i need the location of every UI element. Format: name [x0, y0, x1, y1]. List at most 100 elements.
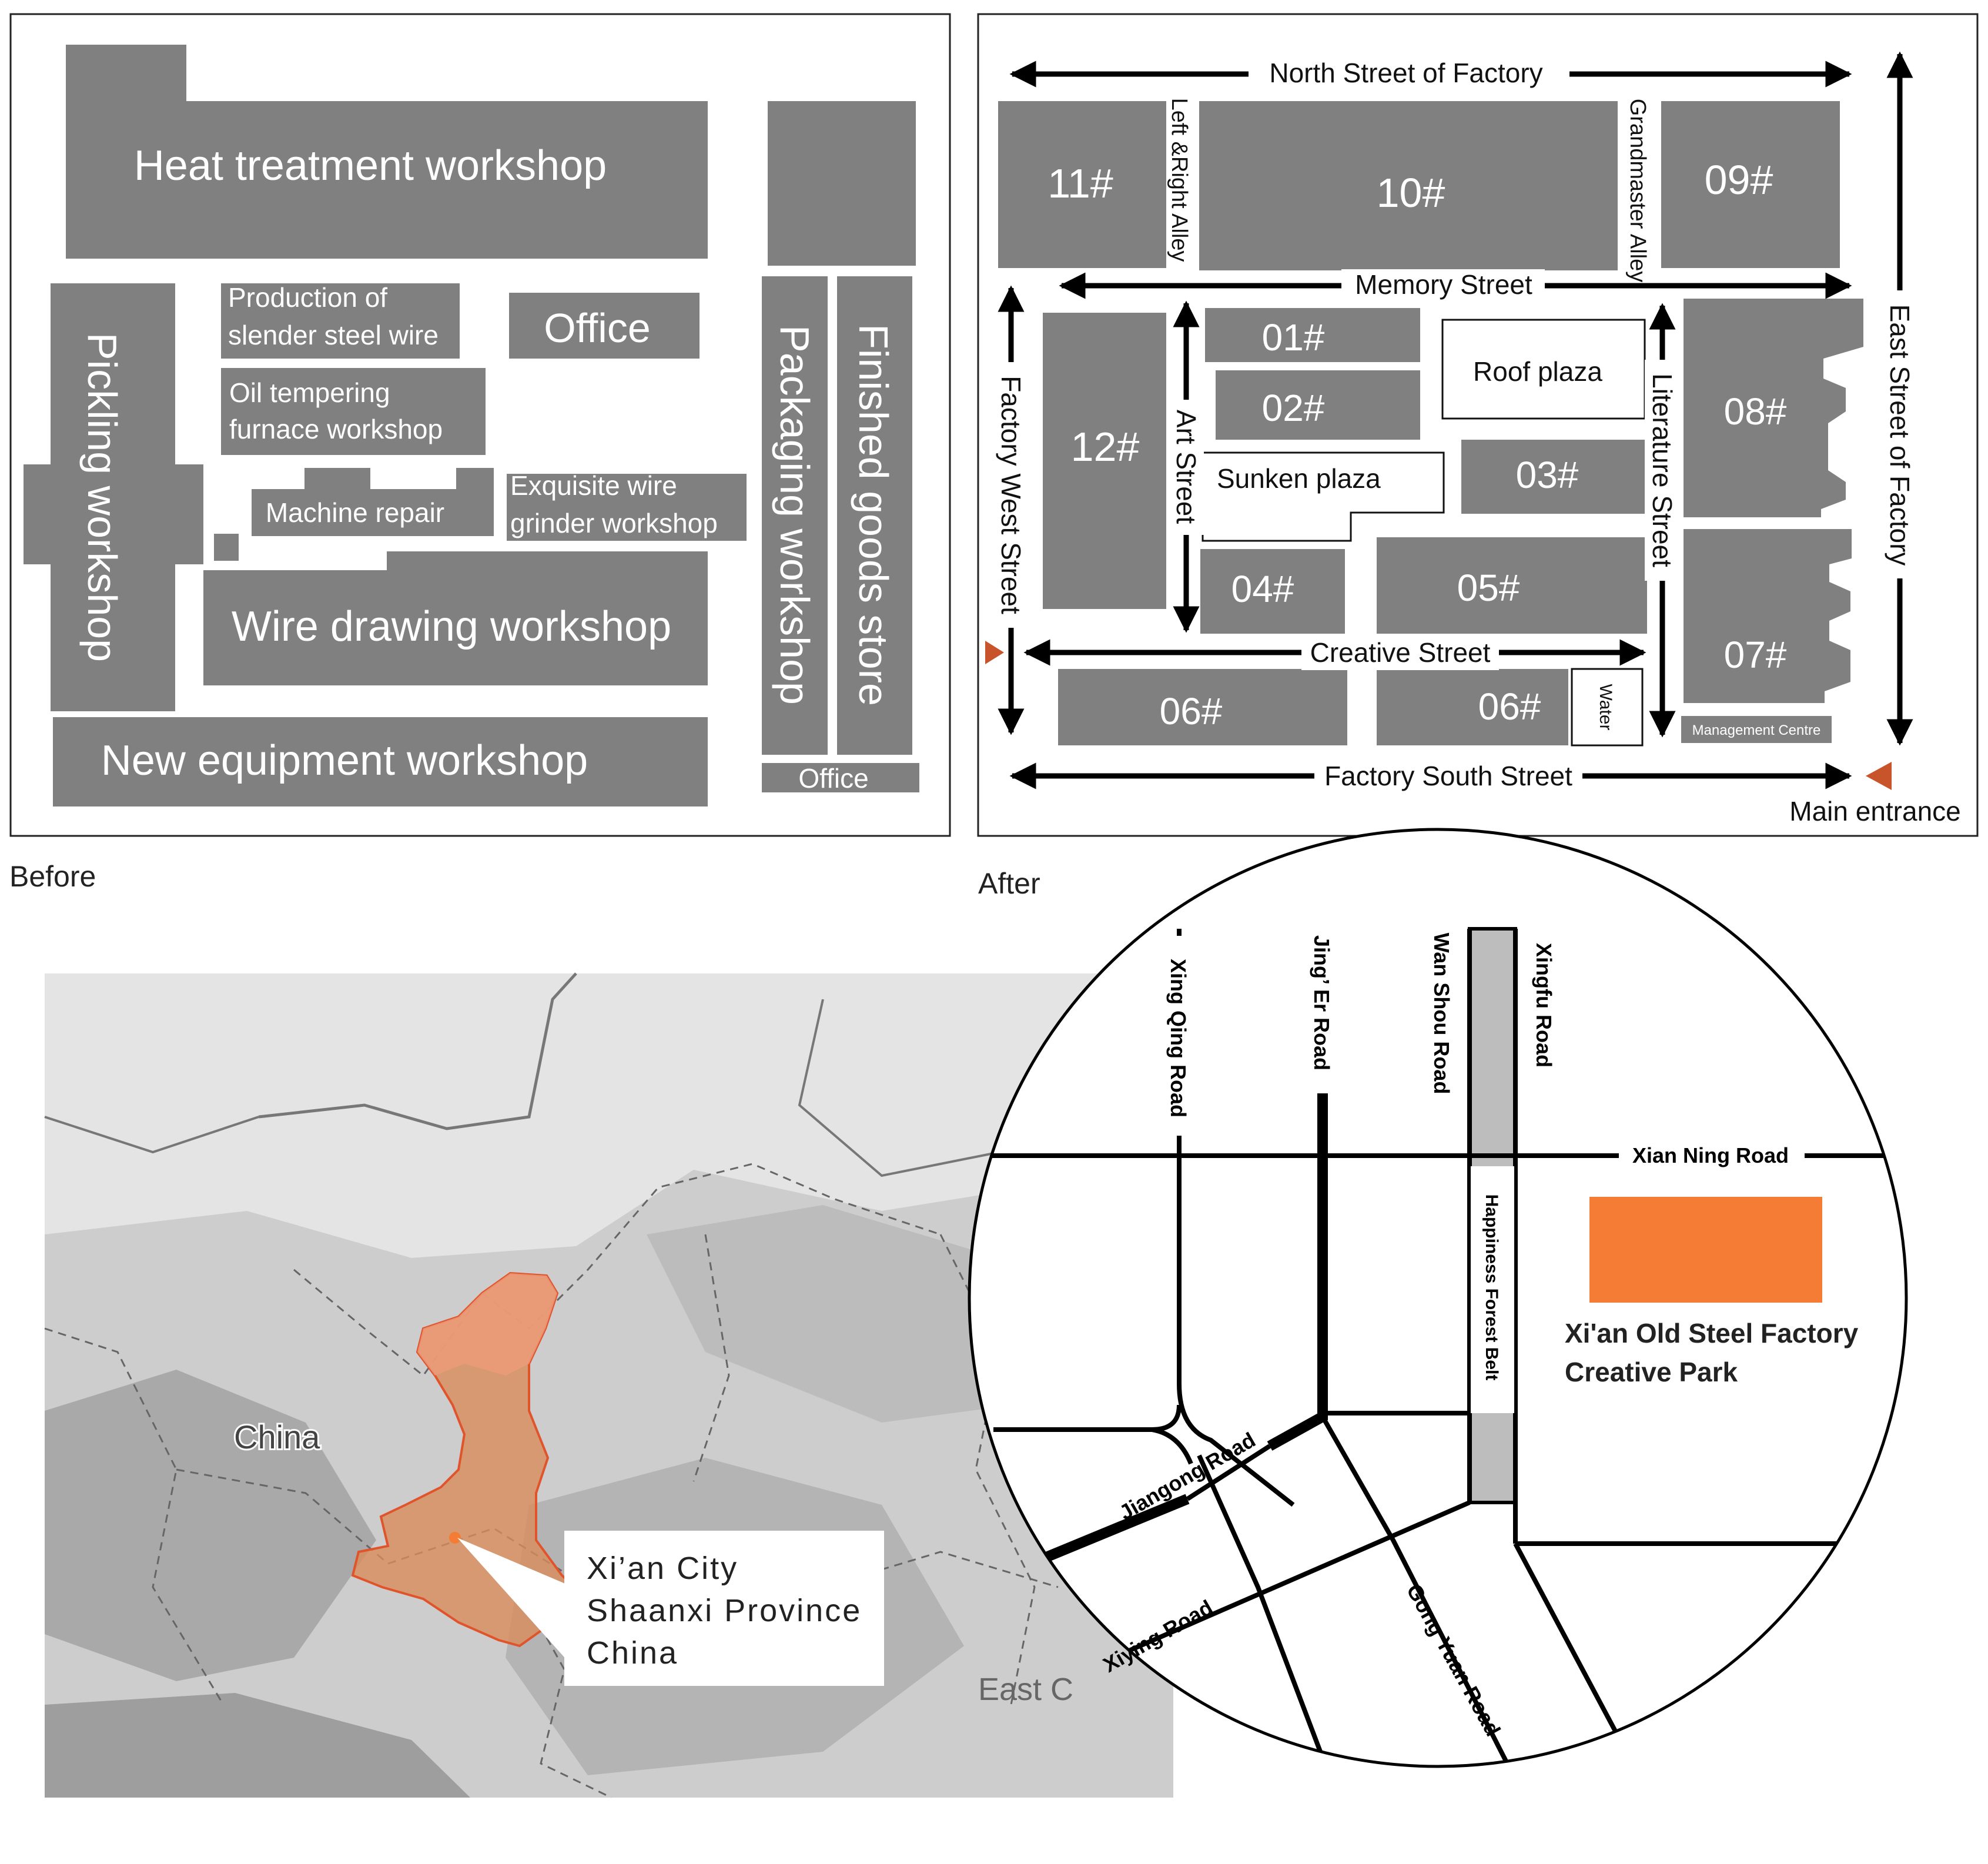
- site-label-line-1: Xi'an Old Steel Factory: [1565, 1318, 1859, 1348]
- after-label-04: 04#: [1231, 568, 1294, 610]
- before-building-unlabeled: [768, 101, 916, 266]
- street-art-street: Art Street: [1171, 410, 1201, 524]
- region-map-label-china: China: [234, 1418, 320, 1455]
- before-building-wire-drawing: [203, 551, 708, 685]
- label-finished-goods-store: Finished goods store: [851, 324, 896, 706]
- west-entrance-marker-icon: [985, 641, 1004, 664]
- label-machine-repair: Machine repair: [266, 497, 444, 528]
- label-grinder-1: Exquisite wire: [510, 470, 677, 501]
- callout-line-province: Shaanxi Province: [587, 1593, 862, 1628]
- before-building-packaging: [762, 276, 828, 755]
- after-label-06-left: 06#: [1160, 690, 1223, 732]
- after-label-08: 08#: [1724, 390, 1787, 433]
- after-building-03: [1461, 440, 1645, 514]
- after-street-label-bgs: [993, 56, 1917, 794]
- road-jiangong-east: [1267, 1412, 1326, 1451]
- road-label-happiness-forest-belt: Happiness Forest Belt: [1482, 1194, 1501, 1381]
- after-building-12: [1043, 313, 1166, 609]
- street-map-circle-outline: [968, 828, 1908, 1768]
- callout-line-city: Xi’an City: [587, 1551, 738, 1586]
- after-label-03: 03#: [1516, 454, 1579, 496]
- road-jiangong-mid: [1186, 1444, 1271, 1501]
- street-east-street: East Street of Factory: [1885, 304, 1915, 566]
- street-literature-street: Literature Street: [1647, 373, 1678, 567]
- before-building-pickling: [24, 283, 203, 711]
- after-area-sunken-plaza: [1201, 451, 1445, 542]
- after-label-05: 05#: [1457, 567, 1520, 609]
- label-office-1: Office: [544, 305, 651, 351]
- callout-line-country: China: [587, 1635, 678, 1671]
- after-building-08: [1684, 299, 1863, 517]
- main-entrance-marker-icon: [1866, 762, 1892, 790]
- street-north-street: North Street of Factory: [1269, 58, 1542, 88]
- after-area-roof-plaza: [1441, 319, 1646, 420]
- after-building-04: [1200, 549, 1345, 634]
- after-building-06-left: [1058, 669, 1347, 745]
- before-building-slender-wire: [221, 283, 460, 359]
- after-label-12: 12#: [1071, 424, 1140, 470]
- before-building-office-2: [762, 763, 919, 792]
- after-building-05: [1377, 537, 1647, 634]
- shaanxi-province-shape: [351, 1271, 590, 1648]
- street-map-label-bgs: [1167, 917, 1805, 1413]
- callout-pointer: [457, 1538, 568, 1661]
- road-label-wan-shou: Wan Shou Road: [1430, 933, 1454, 1095]
- caption-after: After: [978, 867, 1040, 900]
- label-oil-tempering-2: furnace workshop: [229, 414, 443, 444]
- street-grandmaster-alley: Grandmaster Alley: [1625, 99, 1650, 283]
- road-xing-qing: [1177, 929, 1295, 1507]
- label-oil-tempering-1: Oil tempering: [229, 377, 390, 408]
- after-label-sunken-plaza: Sunken plaza: [1217, 463, 1381, 494]
- after-label-11: 11#: [1047, 160, 1113, 206]
- after-label-roof-plaza: Roof plaza: [1473, 356, 1602, 387]
- road-sw-diagonal: [1197, 1454, 1328, 1766]
- region-map-northern-light-area: [45, 973, 1173, 1258]
- street-memory-street: Memory Street: [1355, 269, 1532, 300]
- after-building-management: [1681, 716, 1832, 743]
- site-label-line-2: Creative Park: [1565, 1357, 1738, 1387]
- callout-box: [564, 1531, 884, 1686]
- label-office-2: Office: [798, 763, 868, 794]
- region-map-terrain-4: [45, 1693, 470, 1798]
- label-slender-steel-wire-1: Production of: [228, 282, 387, 313]
- main-entrance-label: Main entrance: [1789, 796, 1961, 826]
- street-map-circle-fill: [969, 829, 1906, 1766]
- before-building-heat-treatment: [66, 45, 708, 259]
- label-heat-treatment-workshop: Heat treatment workshop: [134, 142, 607, 189]
- after-label-01: 01#: [1262, 316, 1325, 359]
- after-label-02: 02#: [1262, 387, 1325, 429]
- label-wire-drawing-workshop: Wire drawing workshop: [232, 603, 671, 650]
- road-xing-qing-curve-2: [1152, 1427, 1193, 1465]
- street-west-street: Factory West Street: [996, 376, 1026, 614]
- road-label-xing-qing: Xing Qing Road: [1166, 959, 1190, 1117]
- before-building-grinder: [507, 474, 747, 541]
- after-building-02: [1216, 370, 1420, 440]
- xian-location-dot: [449, 1532, 461, 1544]
- region-map: Xi’an City Shaanxi Province China China …: [44, 972, 1173, 1799]
- region-map-terrain-3: [647, 1205, 1058, 1423]
- street-south-street: Factory South Street: [1324, 761, 1572, 791]
- after-building-10: [1199, 101, 1618, 270]
- after-label-10: 10#: [1377, 170, 1445, 216]
- street-creative-street: Creative Street: [1310, 637, 1491, 668]
- before-building-new-equipment: [53, 717, 708, 806]
- after-building-01: [1205, 308, 1420, 362]
- label-new-equipment-workshop: New equipment workshop: [101, 737, 588, 784]
- region-map-terrain-1: [45, 1370, 376, 1681]
- road-gong-yuan: [1320, 1415, 1537, 1766]
- label-grinder-2: grinder workshop: [510, 508, 718, 538]
- shaanxi-northern-highlight: [417, 1273, 557, 1376]
- after-label-management-centre: Management Centre: [1692, 722, 1821, 738]
- before-building-machine-repair: [252, 468, 494, 536]
- label-pickling-workshop: Pickling workshop: [79, 333, 125, 662]
- before-panel: Heat treatment workshop Pickling worksho…: [9, 13, 951, 893]
- before-building-office-1: [509, 293, 700, 359]
- caption-before: Before: [9, 860, 96, 893]
- after-label-07: 07#: [1724, 634, 1787, 676]
- after-panel: 11# 10# 09# 12# 01# 02# 03# 04# 05# 08# …: [977, 13, 1979, 900]
- after-building-11: [998, 101, 1166, 268]
- after-building-06-right: [1377, 669, 1568, 745]
- label-packaging-workshop: Packaging workshop: [772, 325, 818, 705]
